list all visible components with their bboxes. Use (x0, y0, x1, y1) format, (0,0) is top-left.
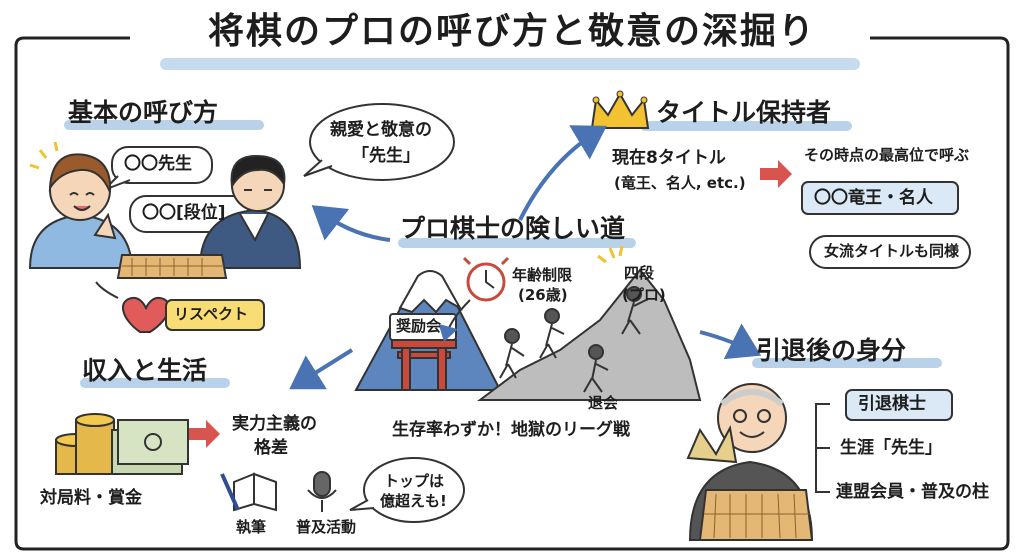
respect-arrow (95, 281, 119, 299)
age-limit-value: (26歳) (518, 286, 568, 304)
crown-icon (590, 90, 650, 129)
call-by-text: その時点の最高位で呼ぶ (804, 146, 970, 164)
book-pen-icon (220, 472, 277, 512)
member-text: 連盟会員・普及の柱 (836, 482, 989, 502)
sensei-bubble-text: 〇〇先生 (124, 154, 192, 174)
sparkle-icon (597, 245, 624, 264)
retired-badge-box (845, 389, 953, 421)
arrow-to-retire (699, 323, 762, 360)
income-underline (80, 378, 230, 388)
basic-heading: 基本の呼び方 (68, 98, 219, 127)
lifetime-sensei-text: 生涯「先生」 (840, 438, 942, 458)
basic-underline (64, 120, 264, 130)
yondan-label: 四段 (624, 264, 655, 282)
top-income-line2: 億超えも! (380, 492, 447, 510)
arrow-to-income (289, 348, 354, 390)
respect-label: リスペクト (174, 305, 248, 323)
respect-tag (165, 299, 265, 331)
writing-label: 執筆 (236, 518, 267, 536)
example-title-text: 〇〇竜王・名人 (814, 188, 933, 208)
retire-bracket (815, 403, 830, 493)
torii-gate (391, 339, 457, 391)
current-titles-line1: 現在8タイトル (612, 148, 726, 168)
promo-label: 普及活動 (296, 518, 357, 536)
coins-icon (55, 413, 115, 475)
title-underline (160, 58, 860, 70)
shoreikai-label: 奨励会 (396, 317, 442, 335)
microphone-icon (307, 471, 337, 512)
example-title-box (801, 181, 959, 215)
alarm-clock-icon (462, 256, 510, 302)
gap-line1: 実力主義の (232, 414, 317, 434)
speech-bubble-affection (303, 103, 455, 181)
fees-label: 対局料・賞金 (40, 488, 142, 508)
title-holder-heading: タイトル保持者 (656, 98, 832, 127)
path-heading: プロ棋士の険しい道 (400, 214, 626, 243)
income-heading: 収入と生活 (82, 356, 208, 385)
arrow-to-title (518, 125, 607, 221)
retire-heading: 引退後の身分 (756, 336, 907, 365)
top-income-line1: トップは (384, 472, 445, 490)
cash-stack-icon (111, 419, 189, 475)
shogi-board-basic (116, 254, 228, 279)
page-title: 将棋のプロの呼び方と敬意の深掘り (207, 11, 816, 52)
top-income-bubble (349, 457, 465, 523)
path-caption: 生存率わずか！地獄のリーグ戦 (392, 420, 630, 440)
red-arrow-income (188, 420, 220, 448)
age-limit-label: 年齢制限 (512, 266, 573, 284)
taikai-label: 退会 (588, 394, 619, 412)
cliff-illustration (477, 268, 702, 401)
shogi-board-retire (698, 489, 814, 541)
player-illustration (198, 154, 302, 269)
retire-underline (752, 358, 942, 368)
women-title-text: 女流タイトルも同様 (824, 242, 960, 260)
climber-figures (499, 286, 647, 393)
dan-bubble-text: 〇〇[段位] (142, 203, 226, 223)
affection-line2: 「先生」 (352, 146, 420, 166)
title-holder-underline (640, 121, 852, 131)
red-arrow-title (760, 160, 792, 188)
current-titles-line2: (竜王、名人, etc.) (614, 174, 746, 192)
affection-line1: 親愛と敬意の (330, 120, 432, 140)
gap-line2: 格差 (254, 438, 288, 458)
retired-badge-text: 引退棋士 (858, 394, 926, 414)
pro-label: (プロ) (622, 286, 666, 304)
path-underline (398, 238, 636, 248)
speech-bubble-sensei (103, 146, 213, 191)
clock-arrow (438, 299, 471, 342)
women-title-bubble (809, 235, 971, 269)
fan-woman-illustration (28, 141, 134, 269)
arrow-to-basic (311, 205, 391, 242)
heart-icon (122, 296, 170, 333)
border-frame (14, 36, 1010, 551)
